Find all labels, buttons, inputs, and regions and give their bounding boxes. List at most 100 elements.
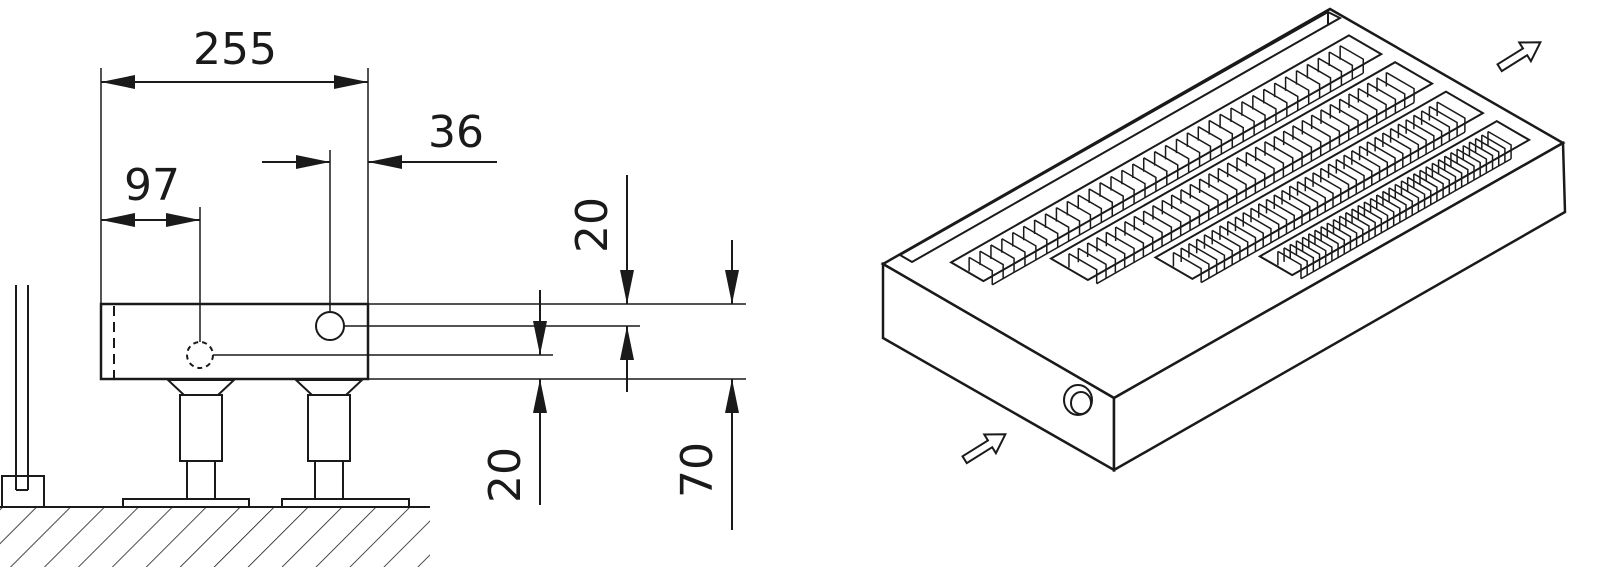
- grille-fin-base: [1200, 131, 1466, 284]
- grille-fin: [1203, 234, 1233, 265]
- grille-fin: [1405, 119, 1435, 150]
- isometric-view: [880, 7, 1567, 473]
- grille-fin: [1301, 236, 1327, 265]
- grille-fin: [1366, 141, 1396, 172]
- grille-fin: [1374, 136, 1404, 168]
- dimension-20-bottom: 20: [480, 290, 547, 505]
- grille-fin: [1406, 176, 1432, 205]
- grille-fin: [1443, 155, 1469, 184]
- grille-fin: [1263, 88, 1288, 117]
- grille-fin: [1481, 134, 1506, 163]
- grille-fin: [1273, 82, 1299, 111]
- grille-fin: [1219, 225, 1249, 256]
- grille-fin: [1413, 114, 1443, 146]
- grille-fin: [1428, 105, 1458, 137]
- grille-fin: [1328, 51, 1354, 80]
- dim-label-20-bottom: 20: [480, 447, 531, 503]
- grille-fin: [1394, 183, 1420, 212]
- grille-fin: [1327, 163, 1358, 195]
- grille-fin: [1385, 71, 1415, 103]
- grille-fin: [1397, 123, 1427, 155]
- grille-fin: [1487, 130, 1512, 159]
- airflow-out-icon: [1496, 41, 1542, 73]
- grille-fin: [1197, 126, 1223, 155]
- grille-fin: [1306, 63, 1332, 92]
- grille-fin: [1241, 101, 1266, 130]
- airflow-in-icon: [961, 433, 1007, 465]
- grille-fin: [1250, 207, 1280, 239]
- rail: [897, 10, 1343, 264]
- grille-fin: [1284, 76, 1310, 105]
- grille-fin: [1012, 231, 1037, 260]
- grille-channel: [1257, 120, 1532, 277]
- grille-fin: [1312, 172, 1342, 203]
- grille-fin: [1230, 107, 1255, 136]
- grille-fin: [1400, 180, 1426, 209]
- grille-fin: [1099, 182, 1124, 211]
- grille-fin: [1281, 189, 1311, 221]
- grille-fin: [1317, 57, 1343, 86]
- grille-fin: [1363, 201, 1389, 230]
- dim-label-255: 255: [193, 24, 277, 75]
- grille-fin: [1343, 154, 1373, 186]
- grille-fin: [1142, 157, 1168, 186]
- grille-fin: [1474, 137, 1500, 166]
- grille-fin: [1376, 194, 1401, 223]
- dim-label-20-top: 20: [567, 197, 618, 253]
- grille-fin: [1226, 220, 1257, 252]
- grille-fin: [1351, 150, 1381, 181]
- grille-fin: [1468, 141, 1494, 170]
- grille-fin: [1242, 211, 1272, 243]
- grille-fin-base: [1300, 158, 1512, 280]
- grille-fin: [1389, 127, 1420, 159]
- grille-fin: [1382, 190, 1407, 219]
- grille-fin: [1295, 69, 1321, 99]
- grille-channel: [1153, 90, 1485, 281]
- floor: [0, 506, 430, 567]
- grille-fin: [1420, 110, 1451, 141]
- dimension-70: 70: [672, 240, 739, 530]
- grille-fin-base: [991, 72, 1364, 286]
- dimension-97: 97: [101, 160, 200, 227]
- grille-fin: [1208, 119, 1234, 148]
- grille-fin: [1180, 247, 1210, 279]
- grille-fin: [1326, 222, 1352, 251]
- grille-fin: [1388, 187, 1413, 216]
- grille-fin: [1304, 176, 1334, 208]
- grille-fin: [968, 256, 993, 285]
- dim-label-70: 70: [672, 442, 723, 498]
- grille-fin: [1295, 240, 1321, 269]
- grille-fin: [1320, 226, 1345, 255]
- side-face: [1112, 140, 1567, 473]
- wall-profile: [1, 285, 45, 508]
- grille-fin: [1219, 113, 1244, 142]
- grille-fin: [1357, 204, 1383, 233]
- grille-fin: [1450, 152, 1475, 181]
- grille-fin-base: [1096, 101, 1415, 285]
- grille-fin: [1425, 166, 1451, 195]
- grille-fin: [1195, 238, 1226, 270]
- grille-fin: [990, 244, 1015, 273]
- grille-fin: [1258, 203, 1288, 234]
- grille-fin: [1132, 163, 1157, 192]
- grille-fin: [1335, 158, 1365, 190]
- grille-fin: [1431, 162, 1457, 191]
- extension-lines: [100, 68, 746, 380]
- grille-fin: [1320, 167, 1350, 199]
- dim-label-36: 36: [428, 107, 484, 158]
- grille-fin: [1338, 215, 1364, 244]
- grille-fin: [1436, 101, 1466, 133]
- dimension-20-top: 20: [567, 175, 634, 392]
- grille-fin: [979, 250, 1004, 279]
- grille-fin: [1462, 144, 1488, 173]
- grille-fin: [1088, 188, 1114, 217]
- grille-fin: [1369, 197, 1395, 226]
- grille-fin: [1001, 238, 1026, 267]
- grille-fin: [1211, 229, 1241, 261]
- convector-body: [99, 302, 370, 381]
- grille-fin: [1175, 138, 1201, 167]
- grille-fin: [1283, 247, 1308, 276]
- grille-fin: [1296, 181, 1327, 212]
- dimension-36: 36: [262, 107, 497, 169]
- grille-fin: [1172, 251, 1202, 283]
